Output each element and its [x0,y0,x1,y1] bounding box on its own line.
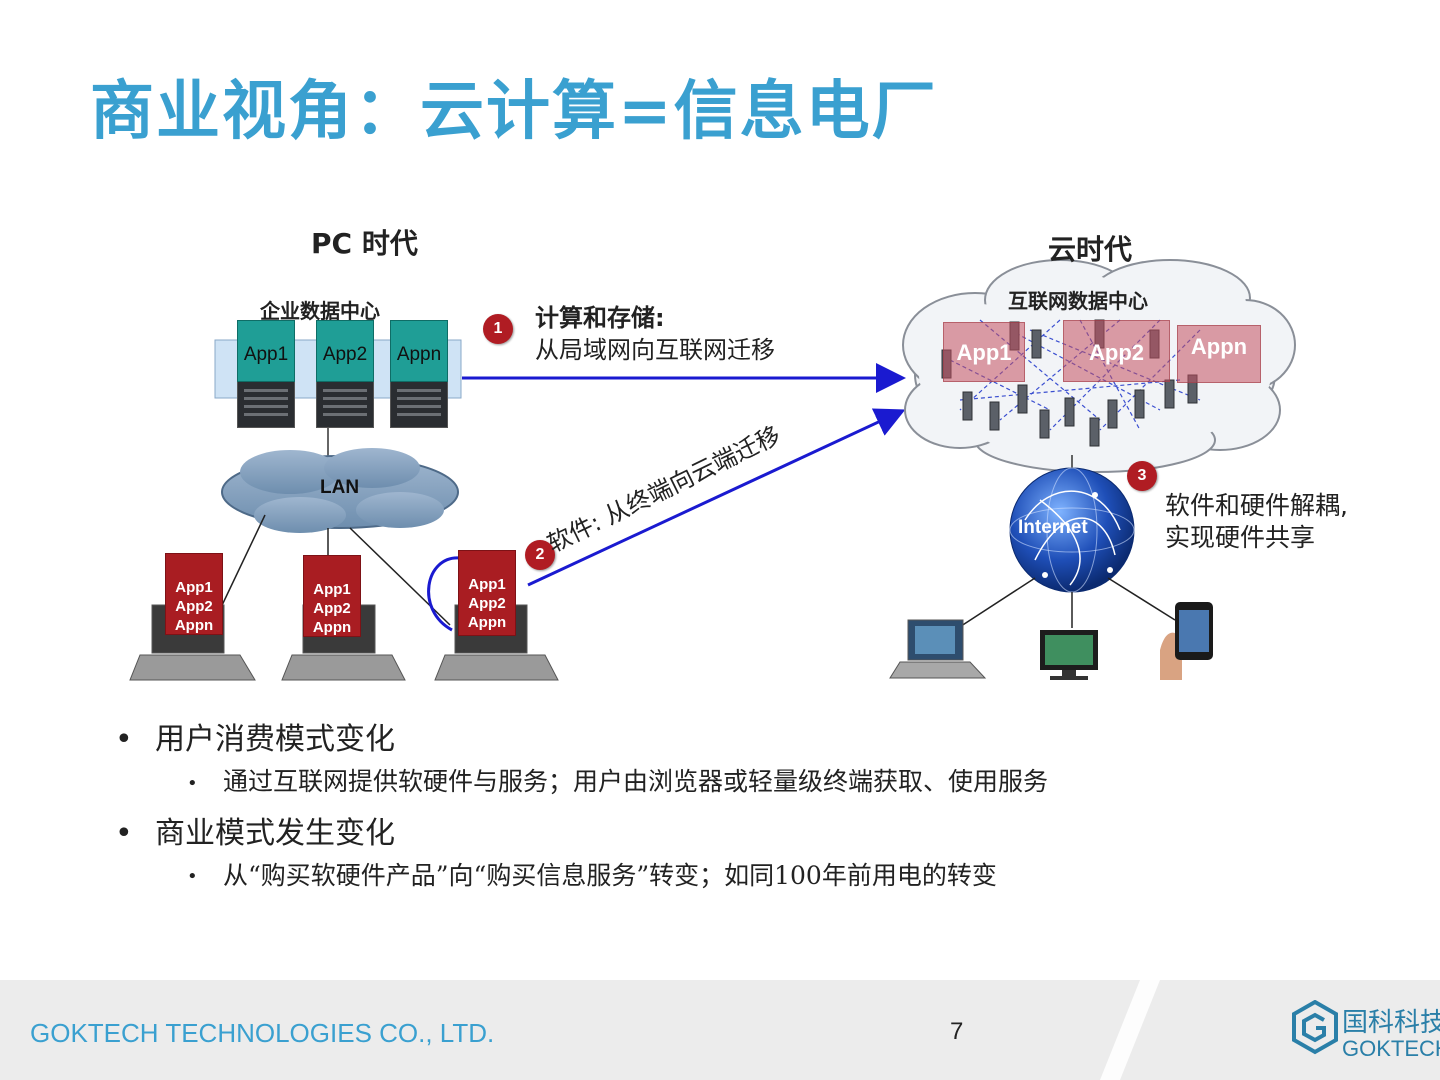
client-app-n: Appn [467,614,507,631]
client-app-1: App1 [175,579,213,596]
client-app-2: App2 [175,598,213,615]
bullet-1-text: 用户消费模式变化 [155,722,395,757]
page-number: 7 [950,1018,964,1045]
server-app-1: App1 [237,320,295,382]
bullet-1: •用户消费模式变化 [115,722,395,757]
note-1-text: 从局域网向互联网迁移 [535,336,775,364]
note-3: 软件和硬件解耦, 实现硬件共享 [1165,490,1348,554]
device-tv [1040,630,1098,680]
device-laptop [889,619,987,679]
bullet-list: •用户消费模式变化 •通过互联网提供软硬件与服务；用户由浏览器或轻量级终端获取、… [115,718,1048,905]
note-3-line-1: 软件和硬件解耦, [1165,491,1348,520]
logo-text-en: GOKTECH [1342,1036,1440,1061]
cloud-app-n: Appn [1177,325,1261,383]
client-app-1: App1 [313,581,351,598]
pc-era-heading: PC 时代 [311,227,418,260]
cloud-era-heading: 云时代 [1048,233,1133,266]
server-1 [237,380,295,428]
client-app-stack-1: App1 App2 Appn [165,553,223,635]
client-app-2: App2 [468,595,506,612]
client-app-stack-3: App1 App2 Appn [458,550,516,636]
enterprise-datacenter-label: 企业数据中心 [260,299,380,323]
company-name: GOKTECH TECHNOLOGIES CO., LTD. [30,1018,495,1048]
badge-3: 3 [1127,461,1157,491]
client-app-2: App2 [313,600,351,617]
server-app-2: App2 [316,320,374,382]
slide-title: 商业视角：云计算=信息电厂 [90,75,938,149]
arrow-software [527,408,906,587]
bullet-2-text: 商业模式发生变化 [155,815,395,851]
bullet-2-sub-text: 从“购买软硬件产品”向“购买信息服务”转变；如同100年前用电的转变 [223,860,997,890]
client-app-n: Appn [174,617,214,634]
internet-globe-icon [1009,467,1135,593]
server-app-n: Appn [390,320,448,382]
internet-datacenter-label: 互联网数据中心 [1008,289,1148,313]
device-phone [1160,602,1213,680]
bullet-2-sub: •从“购买软硬件产品”向“购买信息服务”转变；如同100年前用电的转变 [187,860,997,890]
logo-text-cn: 国科科技 [1342,1008,1440,1038]
client-app-1: App1 [468,576,506,593]
lan-label: LAN [320,477,360,498]
badge-1: 1 [483,314,513,344]
server-2 [316,380,374,428]
footer-decoration [1100,980,1160,1080]
cloud-app-2: App2 [1063,320,1170,382]
internet-label: Internet [1018,517,1088,538]
note-3-line-2: 实现硬件共享 [1165,523,1316,552]
goktech-logo-icon [1292,1000,1338,1055]
client-app-n: Appn [312,619,352,636]
badge-2: 2 [525,540,555,570]
bullet-1-sub-text: 通过互联网提供软硬件与服务；用户由浏览器或轻量级终端获取、使用服务 [223,767,1049,796]
bullet-2: •商业模式发生变化 [115,815,395,851]
note-1-title: 计算和存储: [535,304,665,332]
bullet-1-sub: •通过互联网提供软硬件与服务；用户由浏览器或轻量级终端获取、使用服务 [187,767,1049,796]
note-1: 计算和存储: 从局域网向互联网迁移 [535,302,775,366]
client-app-stack-2: App1 App2 Appn [303,555,361,637]
server-3 [390,380,448,428]
footer-bar [0,980,1440,1080]
cloud-app-1: App1 [943,322,1025,382]
lan-cloud-shape [221,448,459,533]
